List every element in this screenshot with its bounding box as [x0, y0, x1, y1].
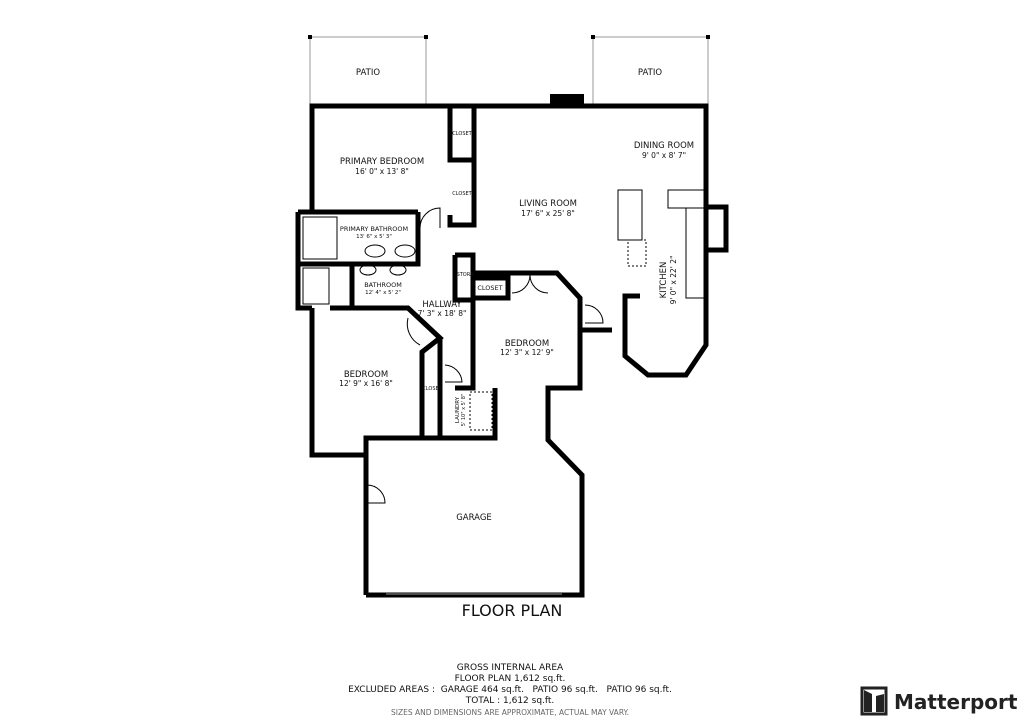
svg-text:16' 0" x 13' 8": 16' 0" x 13' 8"	[355, 167, 409, 176]
svg-text:PATIO: PATIO	[638, 68, 662, 78]
svg-text:STORA: STORA	[457, 272, 474, 278]
svg-text:5' 10" x 5' 8": 5' 10" x 5' 8"	[461, 394, 467, 427]
svg-text:9' 0" x 8' 7": 9' 0" x 8' 7"	[642, 151, 686, 160]
svg-text:PRIMARY BATHROOM: PRIMARY BATHROOM	[340, 225, 408, 233]
excluded-areas: EXCLUDED AREAS : GARAGE 464 sq.ft. PATIO…	[348, 685, 672, 695]
total-area: TOTAL : 1,612 sq.ft.	[465, 696, 555, 706]
svg-text:CLOSET: CLOSET	[452, 191, 472, 197]
svg-text:LAUNDRY: LAUNDRY	[455, 396, 461, 423]
svg-text:CLOSET: CLOSET	[452, 131, 472, 137]
svg-text:CLOSET: CLOSET	[422, 386, 442, 392]
room-labels: PATIO PATIO PRIMARY BEDROOM 16' 0" x 13'…	[339, 68, 694, 523]
patio-outline-right	[592, 36, 709, 106]
svg-text:13' 6" x 5' 3": 13' 6" x 5' 3"	[356, 234, 392, 240]
matterport-logo-icon	[860, 686, 888, 716]
disclaimer: SIZES AND DIMENSIONS ARE APPROXIMATE, AC…	[390, 708, 629, 717]
svg-text:17' 6" x 25' 8": 17' 6" x 25' 8"	[521, 209, 575, 218]
walls	[295, 94, 729, 598]
svg-text:7' 3" x 18' 8": 7' 3" x 18' 8"	[418, 309, 467, 318]
svg-text:PATIO: PATIO	[356, 68, 380, 78]
svg-text:BATHROOM: BATHROOM	[364, 281, 402, 289]
matterport-logo: Matterport	[894, 690, 1018, 714]
patio-outline-left	[309, 36, 427, 106]
svg-text:12' 3" x 12' 9": 12' 3" x 12' 9"	[500, 348, 554, 357]
floor-plan-area: FLOOR PLAN 1,612 sq.ft.	[454, 674, 566, 684]
svg-text:12' 4" x 5' 2": 12' 4" x 5' 2"	[365, 290, 401, 296]
svg-text:PRIMARY BEDROOM: PRIMARY BEDROOM	[340, 157, 424, 167]
svg-text:BEDROOM: BEDROOM	[505, 339, 549, 349]
svg-text:DINING ROOM: DINING ROOM	[634, 141, 694, 151]
plan-title: FLOOR PLAN	[462, 601, 563, 620]
svg-text:BEDROOM: BEDROOM	[344, 370, 388, 380]
gross-area-heading: GROSS INTERNAL AREA	[456, 663, 564, 673]
fixtures	[302, 189, 707, 595]
svg-text:CLOSET: CLOSET	[477, 284, 502, 292]
svg-text:12' 9" x 16' 8": 12' 9" x 16' 8"	[339, 379, 393, 388]
svg-text:9' 0" x 22' 2": 9' 0" x 22' 2"	[669, 256, 678, 305]
svg-text:LIVING ROOM: LIVING ROOM	[519, 199, 577, 209]
svg-text:KITCHEN: KITCHEN	[659, 262, 669, 299]
svg-text:HALLWAY: HALLWAY	[422, 300, 462, 310]
svg-text:GARAGE: GARAGE	[456, 513, 492, 523]
